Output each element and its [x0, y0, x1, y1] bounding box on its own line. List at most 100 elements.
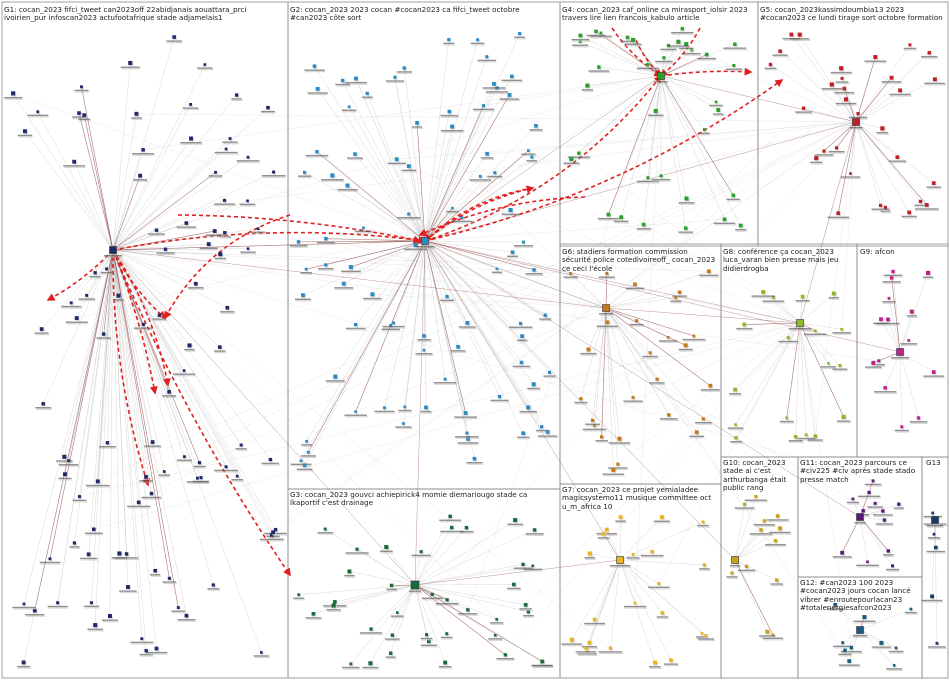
node-g2-19[interactable]	[397, 212, 422, 220]
node-g13-1[interactable]	[926, 545, 946, 554]
node-g6-1[interactable]	[678, 343, 694, 352]
node-g6-0[interactable]	[700, 383, 721, 392]
node-g7-4[interactable]	[640, 549, 665, 558]
node-g1-78[interactable]	[89, 271, 102, 279]
node-g2-35[interactable]	[487, 171, 504, 179]
node-g6-22[interactable]	[682, 334, 707, 342]
node-g2-54[interactable]	[514, 31, 526, 40]
node-g2-62[interactable]	[304, 64, 326, 73]
node-g10-6[interactable]	[759, 629, 777, 638]
node-g5-24[interactable]	[901, 210, 918, 219]
node-g7-13[interactable]	[656, 611, 669, 620]
node-g12-2[interactable]	[904, 607, 918, 615]
node-g1-32[interactable]	[27, 110, 49, 118]
node-g1-28[interactable]	[100, 267, 114, 275]
node-g1-20[interactable]	[158, 470, 171, 478]
node-g8-11[interactable]	[795, 294, 811, 303]
node-g4-15[interactable]	[636, 222, 652, 231]
node-g12-7[interactable]	[871, 640, 892, 650]
node-g1-15[interactable]	[152, 313, 168, 322]
node-g4-21[interactable]	[563, 156, 581, 166]
node-g6-20[interactable]	[595, 435, 609, 443]
node-g8-3[interactable]	[820, 362, 837, 369]
node-g11-6[interactable]	[846, 497, 860, 505]
node-g3-29[interactable]	[507, 518, 524, 527]
node-g2-7[interactable]	[395, 422, 413, 430]
node-g1-94[interactable]	[205, 229, 225, 238]
hub-node-g7[interactable]	[609, 556, 632, 568]
node-g7-14[interactable]	[596, 527, 618, 536]
node-g9-11[interactable]	[923, 370, 945, 379]
node-g12-4[interactable]	[833, 641, 854, 649]
node-g2-72[interactable]	[341, 105, 358, 113]
node-g10-8[interactable]	[744, 495, 768, 503]
node-g1-41[interactable]	[87, 623, 104, 632]
node-g5-3[interactable]	[795, 106, 813, 115]
node-g5-18[interactable]	[827, 211, 850, 220]
node-g1-21[interactable]	[65, 316, 89, 325]
hub-node-g1[interactable]	[103, 246, 123, 258]
node-g5-28[interactable]	[889, 88, 912, 97]
node-g3-30[interactable]	[293, 593, 305, 601]
node-g2-42[interactable]	[296, 463, 314, 472]
node-g10-4[interactable]	[770, 578, 784, 587]
node-g1-81[interactable]	[214, 252, 227, 261]
node-g2-65[interactable]	[521, 149, 537, 157]
node-g5-14[interactable]	[828, 146, 846, 154]
node-g2-66[interactable]	[513, 240, 534, 248]
node-g7-15[interactable]	[699, 563, 711, 571]
node-g1-51[interactable]	[186, 476, 210, 484]
node-g10-1[interactable]	[766, 514, 790, 523]
node-g3-16[interactable]	[411, 550, 432, 558]
node-g3-5[interactable]	[438, 660, 453, 669]
node-g4-26[interactable]	[713, 217, 737, 226]
node-g8-15[interactable]	[828, 291, 840, 300]
node-g2-34[interactable]	[501, 74, 523, 83]
node-g7-6[interactable]	[697, 520, 710, 528]
node-g5-22[interactable]	[881, 75, 903, 84]
node-g1-1[interactable]	[180, 136, 203, 145]
node-g1-72[interactable]	[162, 390, 177, 398]
node-g4-14[interactable]	[726, 193, 741, 202]
node-g1-22[interactable]	[69, 541, 81, 549]
node-g4-28[interactable]	[712, 108, 725, 117]
node-g2-3[interactable]	[385, 75, 405, 84]
node-g1-73[interactable]	[74, 85, 90, 93]
node-g2-39[interactable]	[307, 86, 329, 96]
node-g2-21[interactable]	[415, 348, 434, 356]
node-g5-23[interactable]	[871, 203, 891, 212]
node-g6-7[interactable]	[608, 436, 631, 446]
node-g2-4[interactable]	[491, 267, 503, 275]
node-g4-11[interactable]	[735, 223, 748, 232]
node-g8-4[interactable]	[727, 423, 745, 431]
node-g5-25[interactable]	[840, 172, 862, 180]
node-g1-2[interactable]	[199, 242, 219, 251]
node-g1-34[interactable]	[250, 227, 267, 235]
node-g1-80[interactable]	[214, 147, 239, 155]
node-g6-12[interactable]	[563, 272, 579, 280]
node-g1-71[interactable]	[235, 443, 248, 451]
node-g6-14[interactable]	[629, 319, 645, 327]
node-g10-11[interactable]	[765, 539, 787, 547]
node-g1-18[interactable]	[214, 465, 239, 473]
node-g3-36[interactable]	[359, 627, 383, 635]
node-g9-1[interactable]	[922, 270, 935, 280]
node-g4-4[interactable]	[647, 108, 665, 118]
node-g3-37[interactable]	[420, 633, 434, 641]
node-g3-28[interactable]	[317, 527, 334, 535]
node-g1-59[interactable]	[56, 454, 74, 464]
node-g4-13[interactable]	[697, 52, 717, 61]
node-g7-8[interactable]	[584, 617, 606, 626]
node-g1-57[interactable]	[35, 402, 52, 410]
node-g1-82[interactable]	[99, 441, 117, 449]
node-g9-3[interactable]	[872, 359, 886, 367]
node-g1-54[interactable]	[171, 606, 186, 614]
node-g9-6[interactable]	[882, 296, 897, 304]
node-g3-22[interactable]	[440, 632, 454, 640]
node-g2-14[interactable]	[440, 124, 465, 133]
node-g8-6[interactable]	[796, 433, 818, 441]
node-g1-26[interactable]	[177, 613, 197, 622]
node-g1-13[interactable]	[78, 293, 96, 302]
node-g3-15[interactable]	[439, 514, 462, 523]
node-g1-39[interactable]	[133, 322, 154, 331]
